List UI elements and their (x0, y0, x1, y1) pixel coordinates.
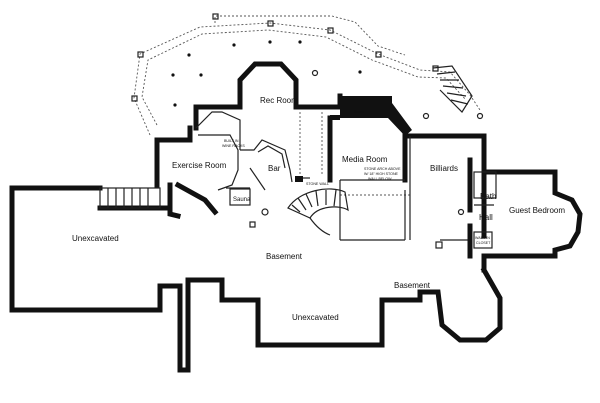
annotations: BUILT IN WINE RACKS STONE WALL STONE ARC… (222, 110, 491, 245)
label-billiards: Billiards (430, 164, 458, 173)
label-bath: Bath (480, 192, 496, 201)
label-bar: Bar (268, 164, 281, 173)
label-unexcavated-left: Unexcavated (72, 234, 119, 243)
label-basement-right: Basement (394, 281, 431, 290)
label-sauna: Sauna (233, 197, 251, 203)
label-exercise-room: Exercise Room (172, 161, 227, 170)
label-hall: Hall (479, 213, 493, 222)
deck-outline (131, 13, 484, 196)
note-room-tag: Room (354, 110, 364, 114)
label-guest-bedroom: Guest Bedroom (509, 206, 565, 215)
note-stone-arch-1: STONE ARCH ABOVE (364, 167, 401, 171)
label-unexcavated-bottom: Unexcavated (292, 313, 339, 322)
label-basement-center: Basement (266, 252, 303, 261)
note-walk-in: WALK-IN (475, 236, 490, 240)
note-stone-arch-3: WALL BELOW (368, 177, 392, 181)
label-media-room: Media Room (342, 155, 388, 164)
room-labels: Rec Room Exercise Room Bar Media Room Bi… (72, 96, 565, 322)
exterior-walls (9, 61, 583, 373)
interior-walls (99, 111, 497, 259)
note-built-in: BUILT IN (224, 139, 239, 143)
note-stone-arch-2: W/ 18" HIGH STONE (364, 172, 399, 176)
note-stone-wall: STONE WALL (306, 182, 329, 186)
note-closet: CLOSET (476, 241, 491, 245)
note-wine-racks: WINE RACKS (222, 144, 245, 148)
label-rec-room: Rec Room (260, 96, 298, 105)
